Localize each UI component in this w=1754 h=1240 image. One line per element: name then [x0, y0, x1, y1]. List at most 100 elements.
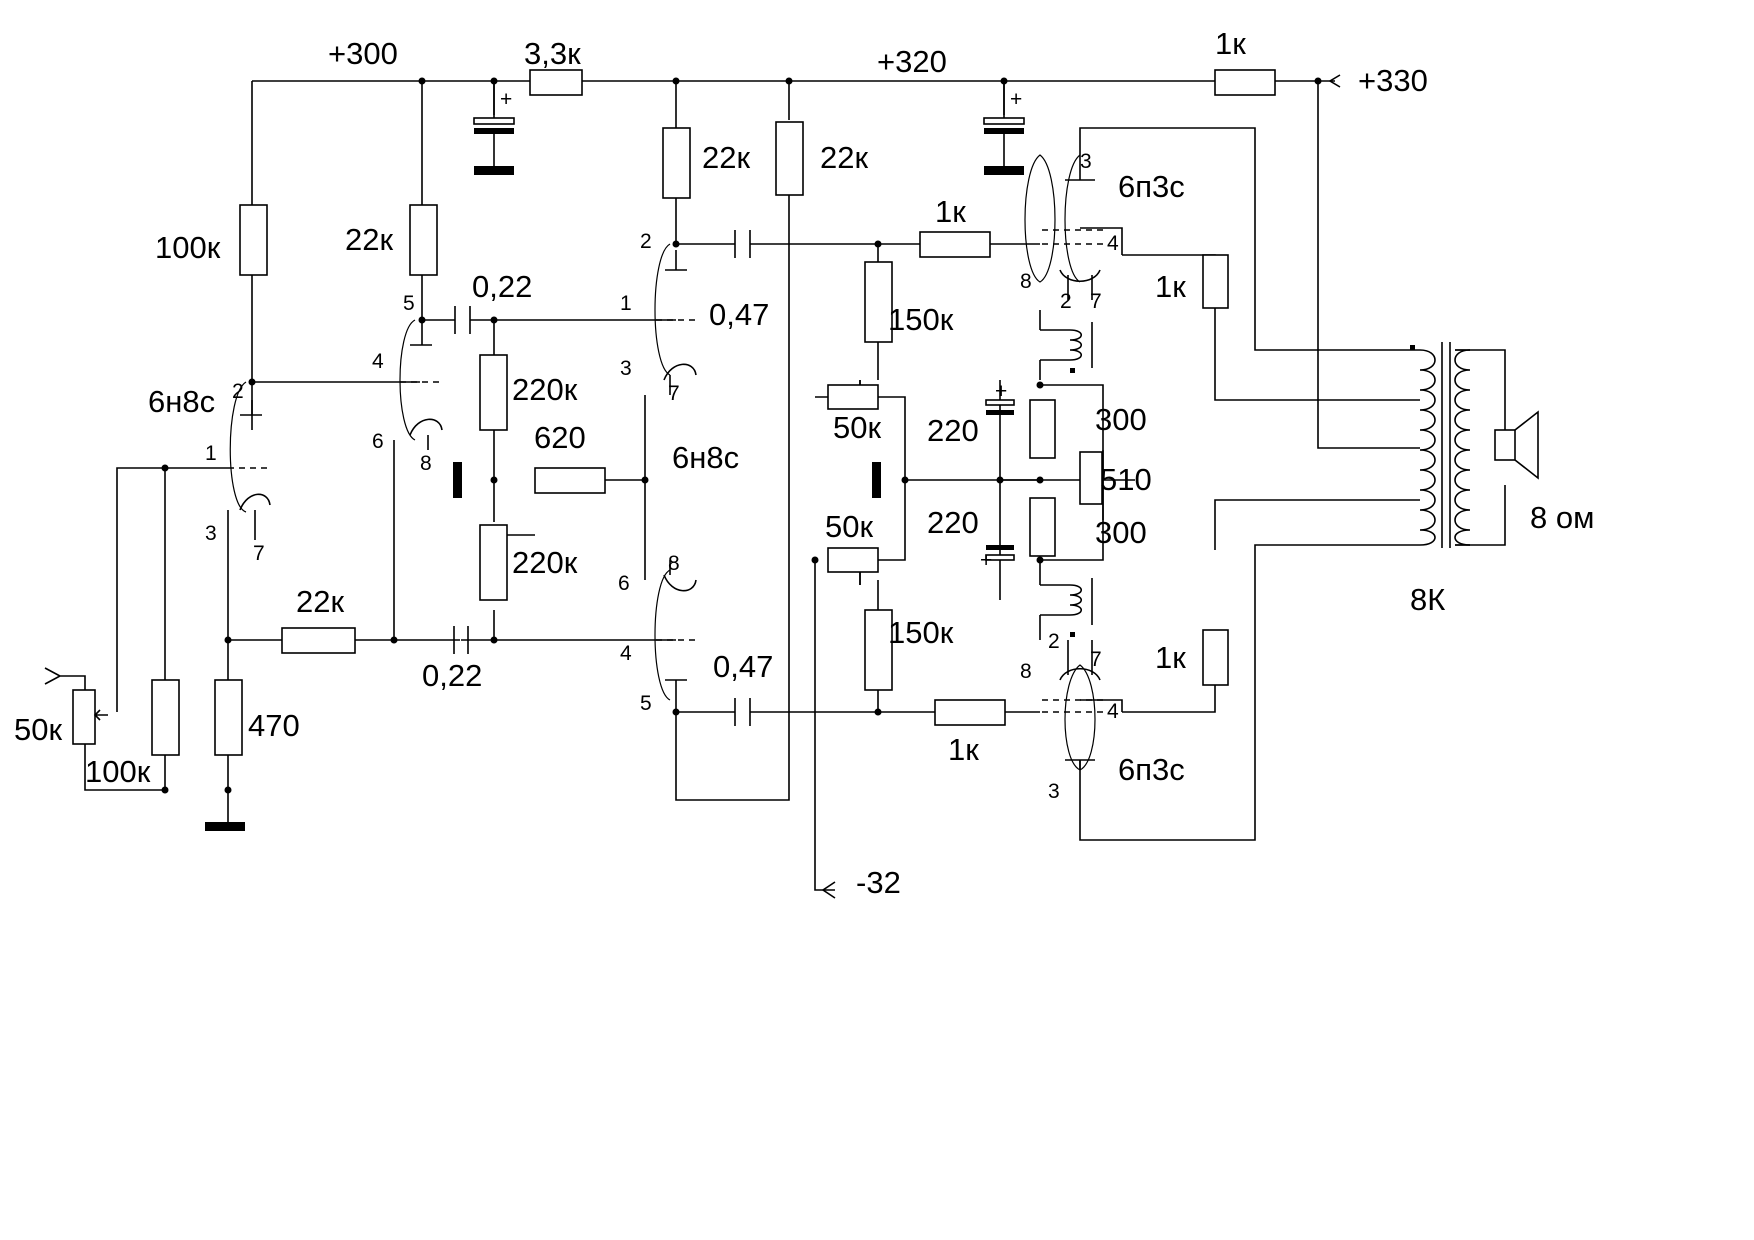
capacitor-047-upper-label: 0,47 [709, 297, 769, 332]
capacitor-022-upper-label: 0,22 [472, 269, 532, 304]
wires [44, 74, 1506, 899]
resistor-22k-driver-a [662, 127, 691, 199]
resistor-220k-lower-label: 220к [512, 545, 578, 580]
pin-label: 4 [372, 350, 384, 373]
pin-label: 2 [1060, 290, 1072, 313]
pin-label: 3 [1048, 780, 1060, 803]
resistor-100k-anode [239, 204, 268, 276]
resistor-220k-lower [479, 524, 508, 601]
ground-symbols [205, 166, 1024, 831]
pin-label: 6 [618, 572, 630, 595]
resistor-300-lower [1029, 497, 1056, 557]
capacitor-220-upper-label: 220 [927, 413, 979, 448]
pin-label: 5 [640, 692, 652, 715]
capacitor-047-lower [734, 698, 751, 726]
output-tube-upper-6p3s [1024, 154, 1123, 300]
pin-label: 2 [640, 230, 652, 253]
polarity-plus: + [500, 88, 512, 111]
capacitor-220-lower: + [980, 545, 1015, 572]
resistor-620-label: 620 [534, 420, 586, 455]
driver-tube-label: 6н8с [672, 440, 739, 475]
resistor-1k-screen-upper [1202, 254, 1229, 309]
pin-label: 1 [620, 292, 632, 315]
resistor-1k-screen-upper-label: 1к [1155, 269, 1186, 304]
potentiometer-balance-label: 510 [1100, 462, 1152, 497]
capacitor-022-upper [454, 306, 471, 334]
capacitor-022-lower-label: 0,22 [422, 658, 482, 693]
resistor-1k-grid-upper-label: 1к [935, 194, 966, 229]
pin-label: 8 [668, 552, 680, 575]
resistor-100k-anode-label: 100к [155, 230, 221, 265]
pin-label: 7 [668, 382, 680, 405]
ground-bar-c-300 [474, 166, 514, 175]
rail-300-label: +300 [328, 36, 398, 71]
pin-label: 7 [253, 542, 265, 565]
resistor-100k-input [151, 679, 180, 756]
resistor-3k3-supply [529, 69, 583, 96]
potentiometer-bias-lower [827, 547, 879, 585]
resistor-22k-feedback [281, 627, 356, 654]
output-tube-lower-label: 6п3с [1118, 752, 1185, 787]
transformer-label: 8К [1410, 582, 1445, 617]
resistor-22k-feedback-label: 22к [296, 584, 344, 619]
resistor-220k-upper-label: 220к [512, 372, 578, 407]
resistor-1k-screen-lower-label: 1к [1155, 640, 1186, 675]
resistor-100k-input-label: 100к [85, 754, 151, 789]
rail-neg32-label: -32 [856, 865, 901, 900]
resistor-150k-lower-label: 150к [888, 615, 954, 650]
ground-bar-driver [453, 462, 462, 498]
potentiometer-volume-label: 50к [14, 712, 62, 747]
potentiometer-bias-lower-label: 50к [825, 509, 873, 544]
resistor-300-upper-label: 300 [1095, 402, 1147, 437]
filter-capacitor-320: + [983, 81, 1025, 166]
resistor-22k-driver-b-label: 22к [820, 140, 868, 175]
resistor-1k-grid-lower [934, 699, 1006, 726]
ground-bar-c-320 [984, 166, 1024, 175]
input-tube-6n8s [228, 319, 443, 540]
pin-label: 2 [232, 380, 244, 403]
pin-label: 7 [1090, 290, 1102, 313]
polarity-plus: + [995, 380, 1007, 403]
capacitor-047-upper [734, 230, 751, 258]
rail-320-label: +320 [877, 44, 947, 79]
pin-label: 4 [620, 642, 632, 665]
resistor-1k-supply-label: 1к [1215, 26, 1246, 61]
potentiometer-balance [1079, 451, 1103, 505]
driver-tube-6n8s [654, 243, 697, 712]
pin-label: 2 [1048, 630, 1060, 653]
resistor-3k3-supply-label: 3,3к [524, 36, 581, 71]
speaker-label: 8 ом [1530, 500, 1594, 535]
resistor-22k-anode [409, 204, 438, 276]
resistor-22k-driver-a-label: 22к [702, 140, 750, 175]
pin-label: 3 [1080, 150, 1092, 173]
pin-label: 8 [1020, 660, 1032, 683]
pin-label: 7 [1090, 648, 1102, 671]
resistor-150k-upper-label: 150к [888, 302, 954, 337]
capacitor-022-lower [453, 626, 469, 654]
potentiometer-volume [72, 689, 108, 745]
junctions [161, 77, 1322, 794]
pin-label: 8 [420, 452, 432, 475]
resistor-1k-supply [1214, 69, 1276, 96]
resistor-150k-lower [864, 609, 893, 691]
resistor-1k-grid-lower-label: 1к [948, 732, 979, 767]
output-tube-lower-6p3s [1042, 640, 1123, 771]
polarity-plus: + [1010, 88, 1022, 111]
pin-label: 1 [205, 442, 217, 465]
pin-label: 3 [620, 357, 632, 380]
filter-capacitor-300: + [473, 81, 515, 166]
resistor-300-upper [1029, 399, 1056, 459]
potentiometer-bias-upper [827, 380, 879, 410]
potentiometers [72, 380, 1103, 745]
capacitor-220-lower-label: 220 [927, 505, 979, 540]
resistor-1k-grid-upper [919, 231, 991, 258]
input-tube-label: 6н8с [148, 384, 215, 419]
capacitor-047-lower-label: 0,47 [713, 649, 773, 684]
resistors [151, 69, 1276, 756]
heater-choke-lower [1040, 578, 1093, 637]
resistor-470-cathode [214, 679, 243, 756]
resistor-1k-screen-lower [1202, 629, 1229, 686]
pin-label: 5 [403, 292, 415, 315]
resistor-300-lower-label: 300 [1095, 515, 1147, 550]
